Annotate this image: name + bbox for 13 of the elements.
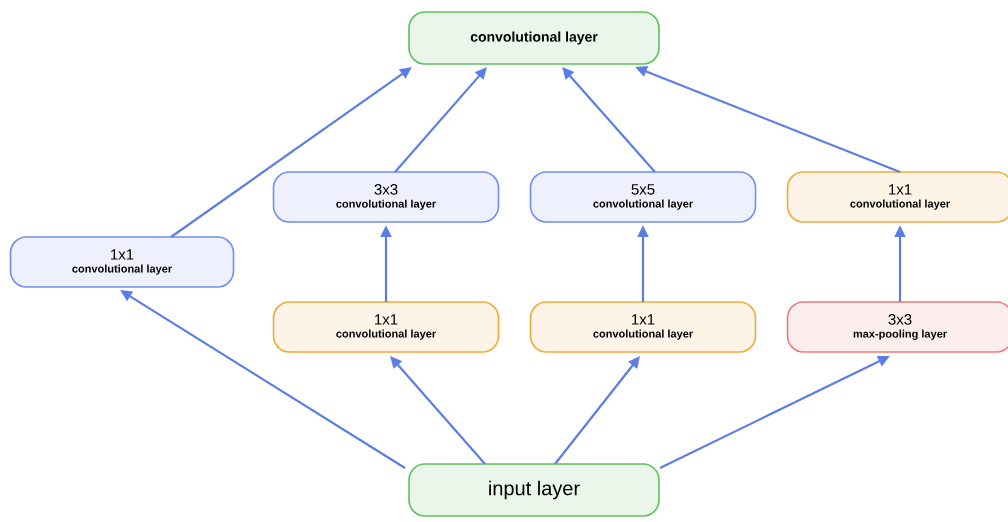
layer-box: 1x1 convolutional layer bbox=[9, 236, 235, 288]
layer-box: 3x3 max-pooling layer bbox=[786, 301, 1008, 353]
layer-box: 3x3 convolutional layer bbox=[272, 171, 500, 223]
layer-box: 1x1 convolutional layer bbox=[786, 171, 1008, 223]
arrow bbox=[554, 356, 640, 465]
layer-box: 1x1 convolutional layer bbox=[529, 301, 757, 353]
arrow bbox=[394, 67, 487, 173]
arrow bbox=[390, 356, 486, 465]
layer-box: convolutional layer bbox=[408, 11, 660, 65]
arrow bbox=[562, 67, 656, 173]
input-box: input layer bbox=[408, 463, 660, 517]
layer-box: 5x5 convolutional layer bbox=[529, 171, 757, 223]
layer-box: 1x1 convolutional layer bbox=[272, 301, 500, 353]
